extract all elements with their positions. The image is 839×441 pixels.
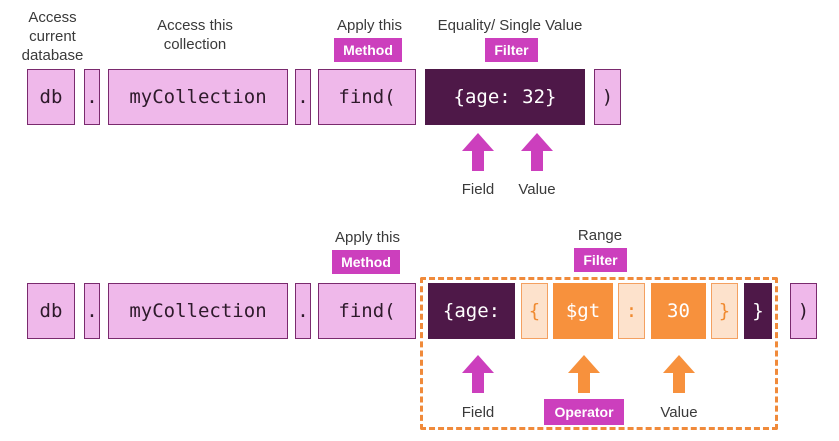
arrow-up-icon — [663, 355, 695, 393]
token-close-brace: } — [711, 283, 738, 339]
arrow-up-icon — [462, 133, 494, 171]
tag-method: Method — [332, 250, 400, 274]
arrow-up-icon — [568, 355, 600, 393]
label-equality-filter: Equality/ Single Value — [437, 17, 583, 34]
tag-filter: Filter — [574, 248, 627, 272]
token-value: 30 — [651, 283, 706, 339]
token-colon: : — [618, 283, 645, 339]
label-value: Value — [660, 404, 698, 421]
label-field: Field — [461, 181, 495, 198]
token-find: find( — [318, 283, 416, 339]
tag-operator: Operator — [544, 399, 624, 425]
label-apply-method: Apply this — [336, 17, 403, 34]
token-open-brace: { — [521, 283, 548, 339]
token-db: db — [27, 283, 75, 339]
token-db: db — [27, 69, 75, 125]
token-query: {age: 32} — [425, 69, 585, 125]
arrow-up-icon — [462, 355, 494, 393]
token-collection: myCollection — [108, 283, 288, 339]
token-close-paren: ) — [790, 283, 817, 339]
tag-filter: Filter — [485, 38, 538, 62]
label-field: Field — [461, 404, 495, 421]
label-access-database: Access current database — [21, 9, 84, 64]
token-dot: . — [84, 283, 100, 339]
range-filter-outline — [420, 277, 778, 430]
label-access-collection: Access this collection — [157, 17, 233, 53]
label-value: Value — [518, 181, 556, 198]
token-operator: $gt — [553, 283, 613, 339]
token-find: find( — [318, 69, 416, 125]
token-age: {age: — [428, 283, 515, 339]
arrow-up-icon — [521, 133, 553, 171]
label-apply-method: Apply this — [334, 229, 401, 246]
token-outer-close-brace: } — [744, 283, 772, 339]
token-collection: myCollection — [108, 69, 288, 125]
token-dot: . — [84, 69, 100, 125]
token-dot: . — [295, 69, 311, 125]
tag-method: Method — [334, 38, 402, 62]
token-close-paren: ) — [594, 69, 621, 125]
label-range-filter: Range — [577, 227, 623, 244]
token-dot: . — [295, 283, 311, 339]
